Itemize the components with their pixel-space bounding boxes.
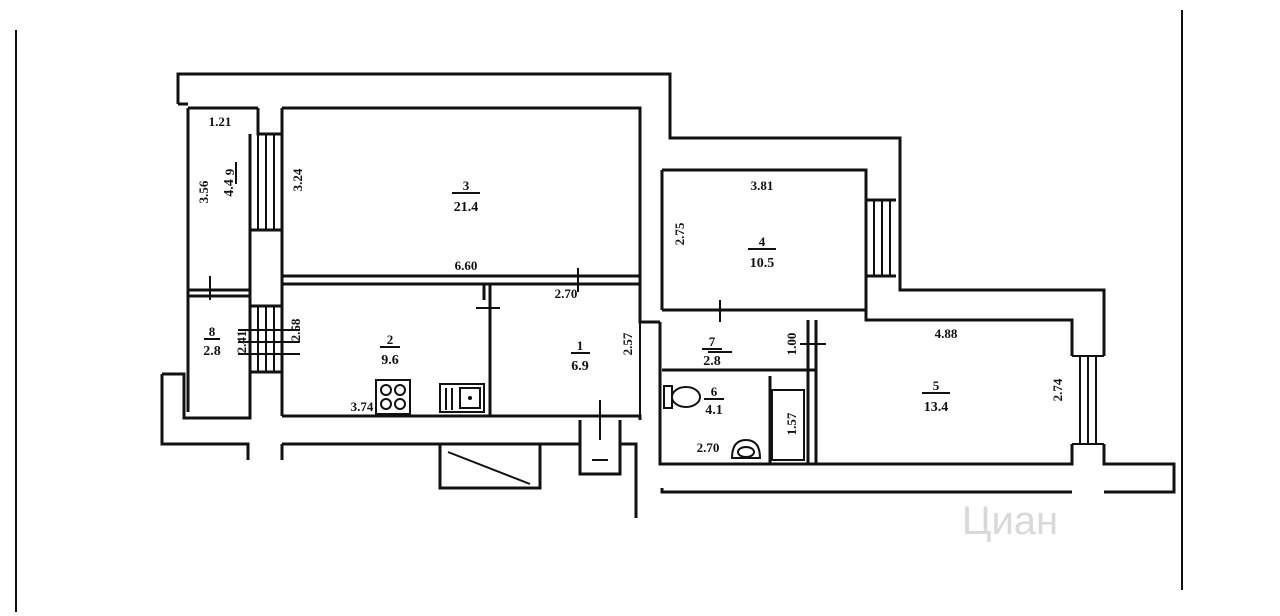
toilet-icon [663, 385, 701, 409]
dimension-labels: 1.21 3.56 3.24 6.60 2.70 3.81 2.75 2.41 … [196, 114, 1065, 455]
room-7-area: 2.8 [703, 354, 721, 369]
room-2-label: 2 9.6 [380, 332, 400, 368]
ventilation-shaft [248, 228, 284, 308]
dim-3-81: 3.81 [751, 178, 774, 193]
room-2-area: 9.6 [381, 353, 399, 368]
dim-3-24: 3.24 [290, 168, 305, 191]
room-1-area: 6.9 [571, 359, 589, 374]
room-8-area: 2.8 [203, 344, 221, 359]
room-4-label: 4 10.5 [748, 234, 776, 271]
room-3-area: 21.4 [454, 200, 479, 215]
room-3-number: 3 [463, 178, 470, 193]
room-1-number: 1 [577, 338, 584, 353]
dim-1-57: 1.57 [784, 412, 799, 435]
room-2-number: 2 [387, 332, 394, 347]
watermark-text: Циан [962, 499, 1058, 543]
room-6-number: 6 [711, 384, 718, 399]
dim-2-74: 2.74 [1050, 378, 1065, 401]
dim-2-70-top: 2.70 [555, 286, 578, 301]
room-7-number: 7 [709, 334, 716, 349]
room-8-label: 8 2.8 [203, 324, 221, 359]
dim-4-88: 4.88 [935, 326, 958, 341]
window-left [257, 134, 275, 372]
room-4-number: 4 [759, 234, 766, 249]
room-6-label: 6 4.1 [704, 384, 724, 418]
dim-3-74: 3.74 [351, 399, 374, 414]
dim-2-75: 2.75 [672, 222, 687, 245]
window-room5 [1072, 355, 1104, 445]
window-room4 [873, 200, 891, 276]
dim-6-60: 6.60 [455, 258, 478, 273]
washbasin-icon [730, 438, 762, 459]
door-marks [209, 268, 826, 485]
windows [257, 134, 1104, 445]
room-4-area: 10.5 [750, 256, 775, 271]
room-5-number: 5 [933, 378, 940, 393]
room-3-label: 3 21.4 [452, 178, 480, 215]
dim-1-00: 1.00 [784, 333, 799, 356]
room-1-label: 1 6.9 [571, 338, 590, 374]
room-7-label: 7 2.8 [702, 334, 722, 369]
dim-2-58: 2.58 [288, 318, 303, 341]
room-8-number: 8 [209, 324, 216, 339]
room-5-area: 13.4 [924, 400, 949, 415]
room-9-area: 4.4 [222, 179, 237, 197]
kitchen-sink-icon [439, 383, 485, 413]
dim-2-41: 2.41 [234, 331, 249, 354]
dim-2-57: 2.57 [620, 332, 635, 355]
room-5-label: 5 13.4 [922, 378, 950, 415]
room-9-number: 9 [222, 168, 237, 175]
dim-2-70-bath: 2.70 [697, 440, 720, 455]
outer-walls [160, 72, 1176, 518]
room-6-area: 4.1 [705, 403, 723, 418]
dim-1-21: 1.21 [209, 114, 232, 129]
room-9-label: 9 4.4 [222, 162, 237, 197]
dim-3-56: 3.56 [196, 180, 211, 203]
stove-icon [375, 379, 411, 415]
bathtub-icon [771, 389, 805, 461]
